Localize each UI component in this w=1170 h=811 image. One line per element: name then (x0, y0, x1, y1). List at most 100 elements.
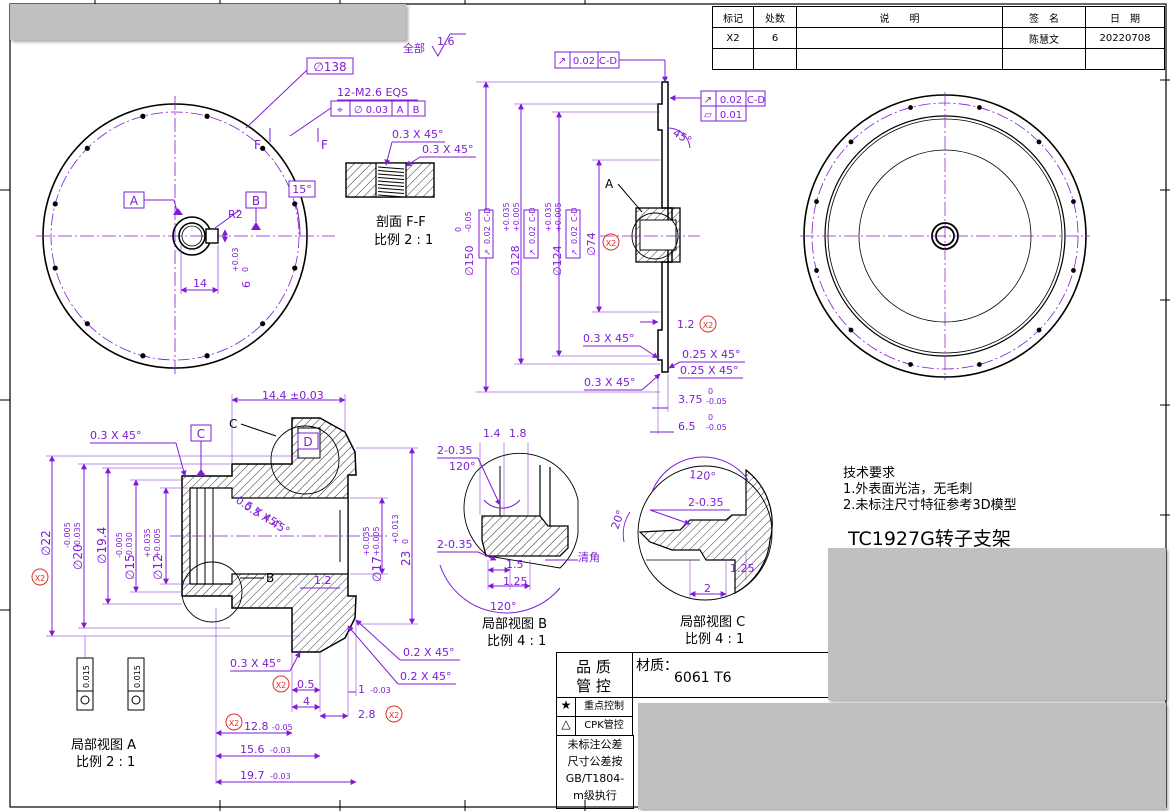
datum-b-label: B (252, 194, 260, 208)
x2-flag-05: X2 (276, 681, 287, 690)
revision-row: X2 6 陈慧文 20220708 (712, 27, 1165, 49)
dia-15-upper: -0.005 (115, 532, 124, 558)
dia-128-upper: +0.035 (502, 202, 511, 232)
bolt-hole (1071, 268, 1076, 273)
detail-b: 1.4 1.8 2-0.35 120° 2-0.35 1.5 1.25 清角 1… (437, 427, 600, 649)
redaction-top-left (10, 4, 406, 40)
bolt-hole (814, 199, 819, 204)
svg-text:↗: ↗ (704, 95, 712, 106)
revision-header-row: 标记 处数 说 明 签 名 日 期 (712, 6, 1165, 28)
section-ff: 0.3 X 45° 0.3 X 45° 剖面 F-F 比例 2 : 1 (345, 128, 476, 248)
surface-finish-label: 全部 (403, 41, 425, 55)
radius-label: R2 (228, 208, 243, 221)
dia-124-upper: +0.035 (544, 202, 553, 232)
chamfer-top-a: 0.3 X 45° (90, 429, 142, 442)
dia-12-upper: +0.035 (143, 528, 152, 558)
dim-15-6-tol: -0.03 (270, 746, 291, 755)
bolt-hole (292, 265, 298, 271)
dia-124: ∅124 (551, 245, 564, 276)
thread-line (377, 187, 405, 191)
svg-text:↗: ↗ (558, 56, 566, 67)
material-value: 6061 T6 (674, 670, 732, 686)
rev-header-count: 处数 (753, 6, 797, 28)
tech-notes-line-2: 2.未标注尺寸特征参考3D模型 (843, 498, 1017, 513)
angle-15-label: 15° (292, 183, 312, 196)
detail-a: C D C B 14.4 ±0.03 0.3 X 45° 0.5 X 45° 0… (31, 389, 460, 785)
side-view: A ↗ 0.02 C-D ↗ 0.02 C-D ▱ 0.01 45° ∅150 (454, 51, 766, 434)
dim-12-8-tol: -0.05 (272, 723, 293, 732)
detail-c-dim-1-25: 1.25 (730, 562, 755, 575)
qc-title-1: 品 质 (576, 658, 611, 676)
thread-line (377, 194, 405, 198)
datum-a-label: A (130, 194, 139, 208)
rev-header-date: 日 期 (1085, 6, 1165, 28)
part-title: TC1927G转子支架 (848, 528, 1011, 550)
rev-date: 20220708 (1085, 27, 1165, 49)
quality-control-block: 品 质 管 控 材质： 6061 T6 ★ 重点控制 △ CPK管控 未标注公差… (556, 652, 1168, 809)
tolerance-note-2: 尺寸公差按 (567, 755, 623, 768)
bolt-hole (977, 362, 982, 367)
tolerance-note-1: 未标注公差 (567, 738, 623, 751)
x2-flag-128: X2 (229, 719, 240, 728)
rev-header-desc: 说 明 (796, 6, 1003, 28)
dim-1: 1 (358, 683, 365, 696)
svg-text:▱: ▱ (704, 110, 712, 121)
dia-128-lower: +0.005 (512, 202, 521, 232)
dia-128: ∅128 (509, 245, 522, 276)
bolt-hole (260, 145, 266, 151)
runout-2-value: 0.02 (720, 95, 742, 106)
dim-1-2-a: 1.2 (314, 574, 332, 587)
bolt-hole (1036, 139, 1042, 145)
bolt-hole (848, 139, 854, 145)
thread-line (377, 191, 405, 194)
surface-finish-note: 全部 1.6 (403, 33, 466, 58)
thread-line (377, 184, 405, 187)
dia-150: ∅150 (463, 245, 476, 276)
bolt-hole (814, 268, 819, 273)
detail-c-chamfer: 2-0.35 (688, 496, 723, 509)
detail-b-chamfer-2: 2-0.35 (437, 538, 472, 551)
dia-20-lower: -0.035 (73, 522, 82, 548)
runout-150-value: 0.02 (483, 226, 492, 244)
dia-150-lower: -0.05 (464, 211, 473, 232)
rev-desc (796, 27, 1003, 49)
dia-150-upper: 0 (454, 227, 463, 232)
detail-b-qingjiao: 清角 (578, 551, 600, 564)
position-symbol: ⌖ (337, 105, 343, 116)
bolt-hole (1036, 327, 1042, 333)
tolerance-note: 未标注公差 尺寸公差按 GB/T1804- m级执行 (556, 735, 634, 809)
detail-c-angle-20: 20° (609, 508, 628, 531)
keyway-dim-6: 6 (240, 281, 253, 288)
x2-flag-d22: X2 (35, 574, 46, 583)
detail-b-angle-2: 120° (490, 600, 517, 613)
dia-17: ∅17 (370, 556, 384, 582)
side-chamfer-025b: 0.25 X 45° (680, 364, 739, 377)
detail-c-scale: 比例 4 : 1 (685, 632, 744, 647)
dim-2-8: 2.8 (358, 708, 376, 721)
triangle-symbol: △ (556, 716, 576, 736)
position-tol-value: ∅ 0.03 (354, 105, 388, 116)
dim-0-5: 0.5 (297, 678, 315, 691)
detail-b-chamfer-1: 2-0.35 (437, 444, 472, 457)
side-chamfer-025a: 0.25 X 45° (682, 348, 741, 361)
side-chamfer-03b: 0.3 X 45° (584, 376, 636, 389)
chamfer-bot-1: 0.3 X 45° (230, 657, 282, 670)
dim-6-5: 6.5 (678, 420, 696, 433)
section-mark-right: F (321, 138, 328, 152)
dia-15: ∅15 (123, 554, 137, 580)
thread-line (377, 177, 405, 180)
dim-23: 23 (399, 551, 413, 566)
detail-b-angle-1: 120° (449, 460, 476, 473)
chamfer-bot-2: 0.2 X 45° (403, 646, 455, 659)
bolt-hole (260, 321, 266, 327)
dim-19-7: 19.7 (240, 769, 265, 782)
position-datum-b: B (413, 105, 420, 116)
section-chamfer-2: 0.3 X 45° (422, 143, 474, 156)
bolt-hole (848, 327, 854, 333)
rev-header-sign: 签 名 (1002, 6, 1086, 28)
detail-b-scale: 比例 4 : 1 (487, 634, 546, 649)
runout-left-value: 0.015 (82, 665, 91, 688)
thread-line (377, 166, 405, 170)
angle-45-label: 45° (671, 126, 694, 147)
